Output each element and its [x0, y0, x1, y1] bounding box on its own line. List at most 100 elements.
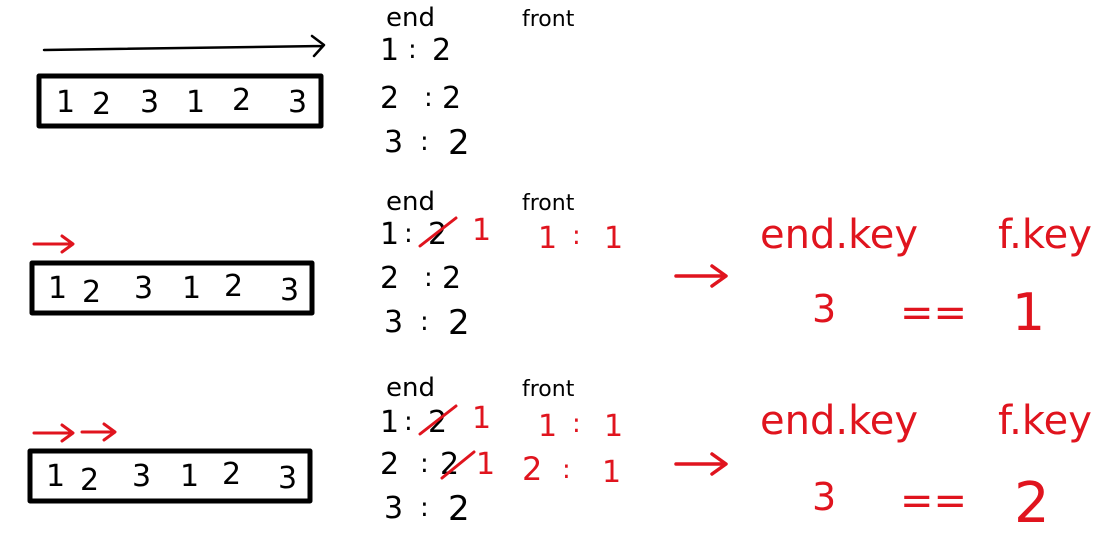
result-arrow — [674, 264, 728, 288]
array-cell: 2 — [80, 463, 99, 498]
array-cell: 3 — [288, 85, 307, 120]
front-map-sep: : — [572, 409, 581, 439]
front-map-key: 1 — [538, 221, 557, 256]
end-map-sep: : — [424, 263, 433, 293]
array-cell: 2 — [222, 457, 241, 492]
front-map-key: 2 — [522, 450, 542, 488]
pointer-arrow — [80, 422, 117, 442]
comparison-left-label: end.key — [760, 398, 918, 444]
panel-step-3: 1 2 3 1 2 3 end front 1 : 2 1 2 : 2 1 3 … — [27, 373, 1092, 536]
result-arrow — [674, 452, 728, 476]
array-cell: 2 — [82, 275, 101, 310]
end-map-value: 2 — [448, 123, 470, 163]
end-map: 1 : 2 1 2 : 2 3 : 2 — [380, 213, 491, 343]
end-map-new-value: 1 — [472, 213, 491, 248]
front-map-value: 1 — [604, 221, 623, 256]
strike-mark — [418, 404, 458, 436]
end-map-new-value: 1 — [472, 401, 491, 436]
array-cell: 1 — [186, 85, 205, 120]
end-map-key: 3 — [384, 491, 403, 526]
strike-mark — [440, 450, 476, 480]
array-cell: 3 — [132, 459, 151, 494]
end-map-key: 2 — [380, 447, 399, 482]
front-map-sep: : — [572, 221, 581, 251]
front-header: front — [522, 7, 575, 32]
panel-step-1: 1 2 3 1 2 3 end front 1 : 2 2 : 2 3 : 2 — [36, 3, 575, 163]
pointer-arrow — [32, 234, 75, 254]
array-cell: 2 — [92, 87, 111, 122]
comparison-operator: == — [900, 478, 967, 524]
front-map: 1 : 1 — [538, 221, 623, 256]
array-cell: 1 — [182, 271, 201, 306]
array-cells: 1 2 3 1 2 3 — [48, 269, 299, 310]
end-header: end — [386, 3, 435, 33]
end-map-key: 2 — [380, 261, 399, 296]
end-map-value: 2 — [428, 217, 447, 252]
end-map-value: 2 — [442, 261, 461, 296]
array-cells: 1 2 3 1 2 3 — [46, 457, 297, 498]
array-box — [36, 73, 324, 129]
front-map: 1 : 1 2 : 1 — [522, 409, 623, 490]
scan-arrow-full — [42, 34, 326, 58]
front-map-value: 1 — [604, 409, 623, 444]
end-header: end — [386, 187, 435, 217]
array-cell: 1 — [180, 459, 199, 494]
end-header: end — [386, 373, 435, 403]
end-map-sep: : — [420, 127, 429, 157]
end-map-key: 3 — [384, 305, 403, 340]
front-map-value: 1 — [602, 455, 621, 490]
front-map-key: 1 — [538, 409, 557, 444]
end-map-key: 1 — [380, 33, 399, 68]
comparison-right-value: 2 — [1014, 471, 1050, 536]
end-map-sep: : — [420, 449, 429, 479]
end-map-sep: : — [424, 83, 433, 113]
comparison-operator: == — [900, 290, 967, 336]
panel-step-2: 1 2 3 1 2 3 end front 1 : 2 1 2 : 2 3 : … — [29, 187, 1092, 343]
pointer-arrows — [32, 422, 117, 443]
array-cell: 1 — [56, 85, 75, 120]
array-cells: 1 2 3 1 2 3 — [56, 83, 307, 122]
end-map: 1 : 2 2 : 2 3 : 2 — [380, 33, 470, 163]
end-map-sep: : — [420, 493, 429, 523]
end-map-value: 2 — [448, 303, 470, 343]
comparison-right-label: f.key — [998, 212, 1092, 258]
comparison-right-label: f.key — [998, 398, 1092, 444]
front-map-sep: : — [562, 455, 571, 485]
end-map-value: 2 — [448, 489, 470, 529]
comparison: end.key f.key 3 == 2 — [760, 398, 1092, 536]
end-map-sep: : — [420, 307, 429, 337]
end-map-value: 2 — [440, 447, 459, 482]
comparison-left-label: end.key — [760, 212, 918, 258]
end-map-sep: : — [408, 35, 417, 65]
comparison-right-value: 1 — [1012, 283, 1045, 343]
end-map-key: 2 — [380, 81, 399, 116]
array-cell: 3 — [134, 271, 153, 306]
array-cell: 1 — [46, 459, 65, 494]
array-cell: 3 — [140, 85, 159, 120]
front-header: front — [522, 191, 575, 216]
end-map: 1 : 2 1 2 : 2 1 3 : 2 — [380, 401, 495, 529]
end-map-sep: : — [404, 407, 413, 437]
front-header: front — [522, 377, 575, 402]
pointer-arrow — [32, 423, 75, 443]
array-cell: 2 — [232, 83, 251, 118]
end-map-sep: : — [404, 219, 413, 249]
end-map-value: 2 — [428, 405, 447, 440]
comparison: end.key f.key 3 == 1 — [760, 212, 1092, 343]
end-map-key: 1 — [380, 217, 399, 252]
end-map-key: 1 — [380, 405, 399, 440]
end-map-value: 2 — [442, 81, 461, 116]
comparison-left-value: 3 — [812, 475, 836, 519]
array-cell: 3 — [280, 273, 299, 308]
end-map-value: 2 — [432, 33, 451, 68]
array-cell: 3 — [278, 461, 297, 496]
end-map-new-value: 1 — [476, 447, 495, 482]
end-map-key: 3 — [384, 125, 403, 160]
strike-mark — [418, 216, 458, 248]
comparison-left-value: 3 — [812, 287, 836, 331]
array-cell: 1 — [48, 271, 67, 306]
array-box — [27, 448, 313, 504]
array-box — [29, 260, 315, 316]
array-cell: 2 — [224, 269, 243, 304]
